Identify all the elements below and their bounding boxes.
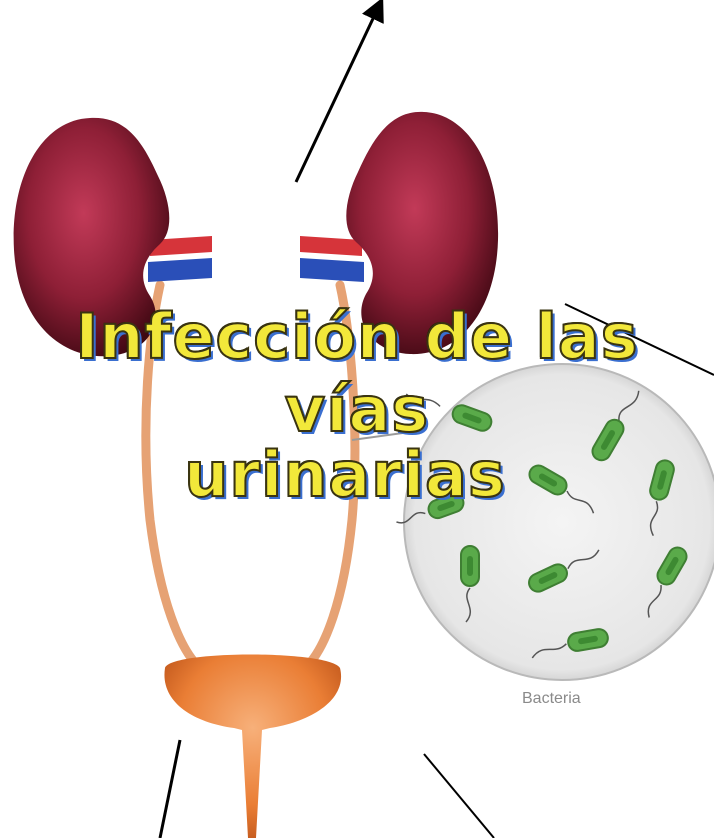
bacterium-icon xyxy=(649,459,675,536)
left-kidney xyxy=(13,117,170,357)
pointer-line-bottom-left xyxy=(158,739,182,838)
bacterium-icon xyxy=(396,492,465,524)
bladder xyxy=(164,654,342,838)
left-artery xyxy=(150,236,212,256)
title-line-1: Infección de las vías xyxy=(74,299,639,447)
bacterium-icon xyxy=(531,628,609,659)
bacterium-icon xyxy=(460,545,480,623)
pointer-line-bottom-right xyxy=(423,753,495,838)
right-ureter xyxy=(300,280,360,673)
pointer-arrow-top xyxy=(294,0,384,183)
bacterium-icon xyxy=(528,549,600,593)
bacterium-icon xyxy=(591,390,640,462)
title-line-2: urinarias xyxy=(183,437,506,512)
bacterium-icon xyxy=(405,393,493,432)
left-vein xyxy=(148,258,212,282)
left-ureter xyxy=(141,280,205,673)
bacteria-label: Bacteria xyxy=(522,690,581,707)
bacterium-icon xyxy=(528,464,595,514)
magnifier-connector xyxy=(351,431,411,441)
bacterium-icon xyxy=(647,546,688,618)
right-vein xyxy=(300,258,364,282)
right-kidney xyxy=(346,111,499,355)
right-artery xyxy=(300,236,362,256)
pointer-line-right xyxy=(564,303,714,376)
